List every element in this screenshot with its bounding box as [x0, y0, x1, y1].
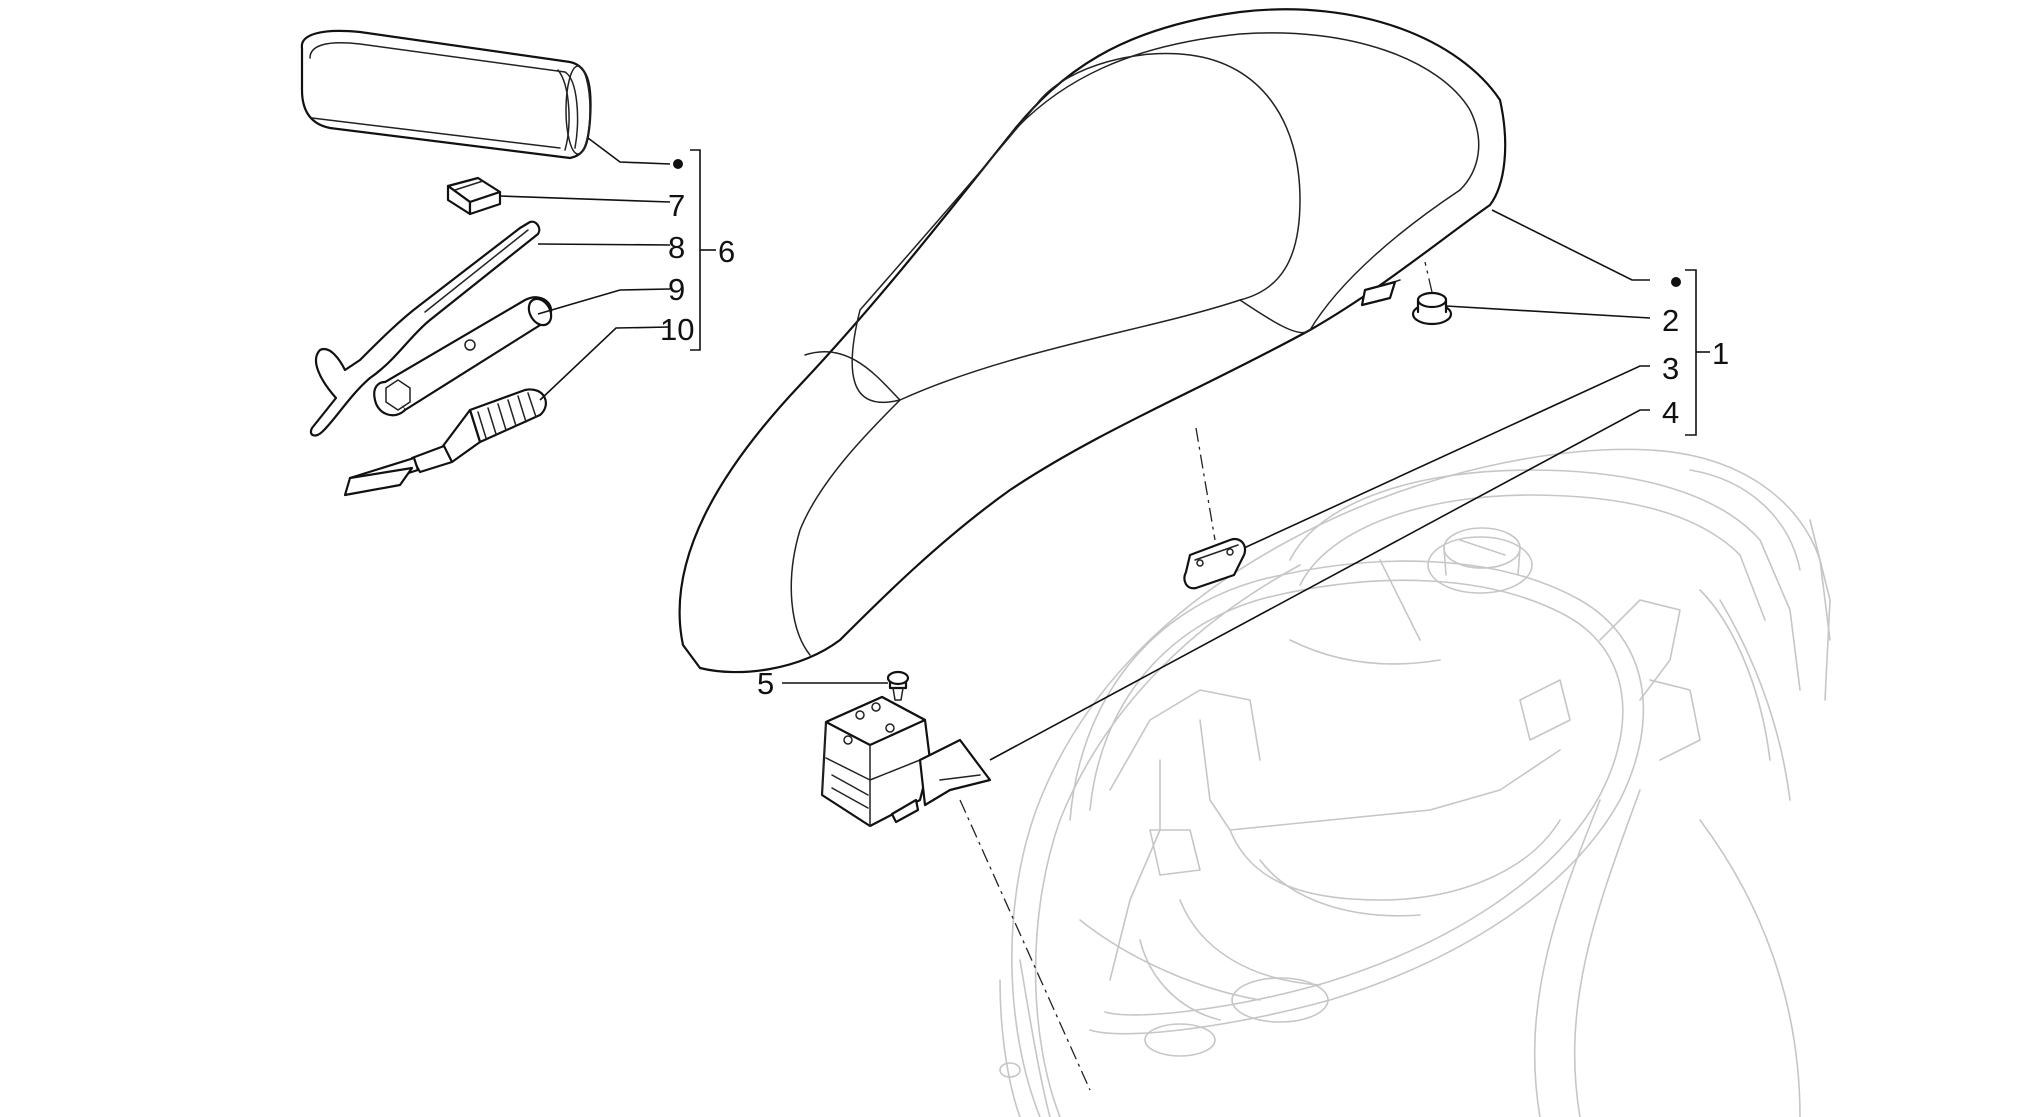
assembly-axes	[959, 261, 1433, 1091]
seat-lock-screw	[886, 670, 910, 701]
callout-2: 2	[1662, 303, 1679, 338]
callout-3: 3	[1662, 351, 1679, 386]
callout-1: 1	[1712, 336, 1729, 371]
callout-4: 4	[1662, 395, 1679, 430]
leader-lines	[499, 137, 1710, 761]
tool-clip	[446, 176, 502, 216]
hook-spanner	[309, 220, 541, 437]
box-wrench	[373, 296, 553, 417]
seat-lock-assembly	[820, 695, 992, 828]
seat-catch-hook	[1183, 537, 1247, 590]
seat-group-dot	[1671, 277, 1681, 287]
callout-5: 5	[757, 666, 774, 701]
callout-labels: 7 8 6 9 10 2 1 3 4 5	[660, 188, 1729, 701]
screwdriver	[343, 388, 547, 497]
tool-pouch	[300, 29, 592, 160]
callout-7: 7	[668, 188, 685, 223]
scooter-body-ghost	[999, 448, 1831, 1117]
tool-kit-group-dot	[673, 159, 683, 169]
callout-8: 8	[668, 230, 685, 265]
callout-6: 6	[718, 234, 735, 269]
seat-rubber-bumper	[1411, 291, 1453, 326]
callout-10: 10	[660, 312, 694, 347]
callout-9: 9	[668, 272, 685, 307]
seat	[678, 8, 1507, 674]
